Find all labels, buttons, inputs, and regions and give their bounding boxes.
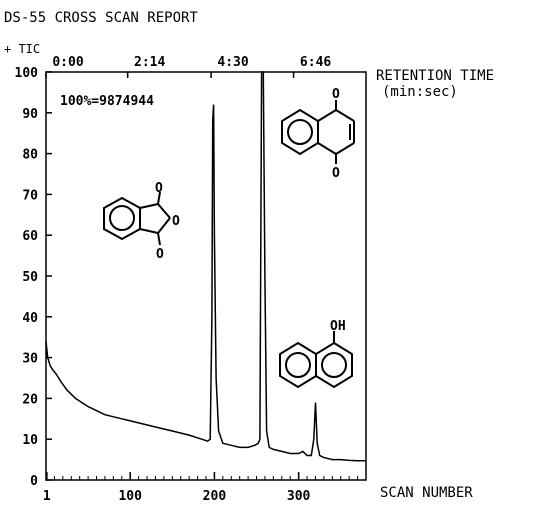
x-tick-label: 1 xyxy=(43,489,51,504)
y-tick-label: 30 xyxy=(22,352,38,367)
y-tick-label: 0 xyxy=(30,474,38,489)
y-tick-label: 20 xyxy=(22,392,38,407)
structure-label-o-4: O xyxy=(332,87,340,102)
y-tick-label: 80 xyxy=(22,148,38,163)
trace-label: + TIC xyxy=(4,42,40,56)
top-axis: 0:00 2:14 4:30 6:46 xyxy=(45,55,331,78)
top-tick-label: 4:30 xyxy=(217,55,248,70)
y-tick-label: 70 xyxy=(22,188,38,203)
x-tick-label: 300 xyxy=(287,489,311,504)
y-tick-label: 90 xyxy=(22,107,38,122)
x-axis: 1 100 200 300 xyxy=(43,472,359,504)
structure-label-o-5: O xyxy=(332,166,340,181)
top-tick-label: 0:00 xyxy=(52,55,83,70)
y-tick-label: 50 xyxy=(22,270,38,285)
tic-trace xyxy=(45,71,366,462)
naphthol-structure xyxy=(279,331,353,389)
top-tick-label: 6:46 xyxy=(300,55,331,70)
y-tick-label: 40 xyxy=(22,311,38,326)
structure-label-o-1: O xyxy=(155,181,163,196)
x-axis-label: SCAN NUMBER xyxy=(380,485,473,501)
structure-label-o-3: O xyxy=(156,247,164,262)
full-scale-label: 100%=9874944 xyxy=(60,94,154,109)
phthalic-anhydride-structure xyxy=(103,191,171,246)
x-tick-label: 200 xyxy=(203,489,227,504)
x-tick-label: 100 xyxy=(118,489,142,504)
chart-title: DS-55 CROSS SCAN REPORT xyxy=(4,10,198,26)
y-tick-label: 10 xyxy=(22,433,38,448)
naphthoquinone-structure xyxy=(281,100,355,164)
y-axis: 0 10 20 30 40 50 60 70 80 90 100 xyxy=(15,66,52,489)
top-axis-label: RETENTION TIME xyxy=(376,68,494,84)
top-tick-label: 2:14 xyxy=(134,55,165,70)
structure-label-o-2: O xyxy=(172,214,180,229)
y-tick-label: 100 xyxy=(15,66,39,81)
structure-label-oh: OH xyxy=(330,319,346,334)
y-tick-label: 60 xyxy=(22,229,38,244)
top-axis-unit: (min:sec) xyxy=(382,84,458,100)
